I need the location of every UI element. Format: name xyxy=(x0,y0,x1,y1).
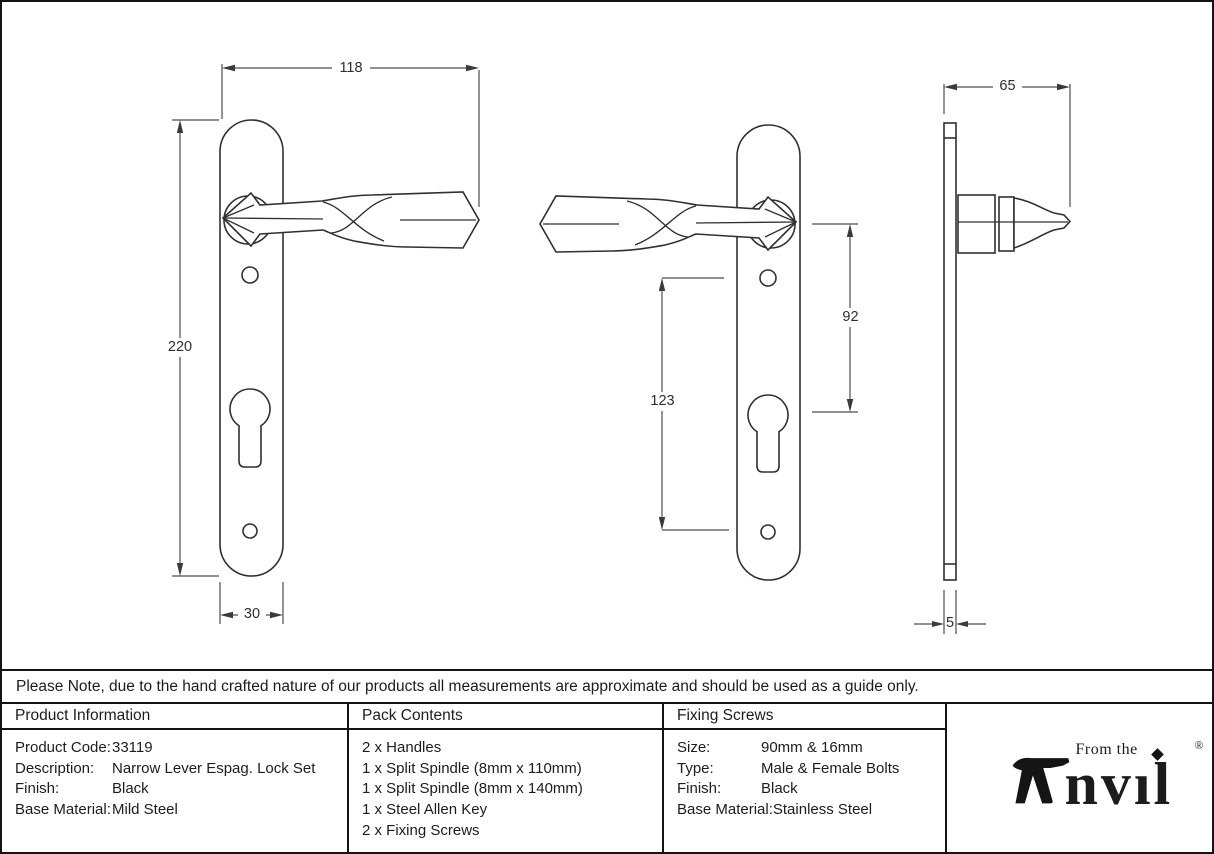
row-label: Product Code: xyxy=(15,739,111,756)
dim-label-plate-width: 30 xyxy=(238,605,266,624)
side-view xyxy=(943,122,1072,581)
list-item: 1 x Steel Allen Key xyxy=(362,801,488,819)
row-label: Finish: xyxy=(15,780,60,798)
table-row: Base Material: Mild Steel xyxy=(15,800,341,821)
spec-table: Product Information Product Code: 33119 … xyxy=(2,702,1212,852)
row-value: Black xyxy=(112,780,149,798)
list-item: 2 x Fixing Screws xyxy=(362,821,480,839)
screw-hole-top xyxy=(759,269,777,287)
row-label: Description: xyxy=(15,759,95,777)
row-label: Size: xyxy=(677,739,711,756)
note-text: Please Note, due to the hand crafted nat… xyxy=(16,677,919,695)
list-item: 2 x Handles xyxy=(362,739,442,756)
lever-ring-profile xyxy=(998,196,1015,252)
fixing-screws-header: Fixing Screws xyxy=(664,704,945,730)
row-label: Finish: xyxy=(677,780,722,798)
dim-label-overall-width: 118 xyxy=(332,59,370,78)
row-value: Stainless Steel xyxy=(772,801,873,819)
table-row: Base Material: Stainless Steel xyxy=(677,800,939,821)
product-information-column: Product Information Product Code: 33119 … xyxy=(2,704,347,852)
row-value: Narrow Lever Espag. Lock Set xyxy=(112,759,316,777)
screw-hole-top xyxy=(241,266,259,284)
brand-wordmark: nvıl xyxy=(1064,751,1174,817)
list-item: 1 x Split Spindle (8mm x 110mm) xyxy=(362,759,582,777)
lever-right xyxy=(539,195,798,253)
backplate-outline xyxy=(736,124,801,581)
row-value: 90mm & 16mm xyxy=(761,739,863,756)
backplate-outline xyxy=(219,119,284,577)
technical-drawing xyxy=(172,64,1072,634)
screw-hole-bottom xyxy=(760,524,776,540)
dim-label-plate-thickness: 5 xyxy=(945,614,955,633)
lever-facet-lines xyxy=(543,200,797,246)
fixing-screws-column: Fixing Screws Size: 90mm & 16mm Type: Ma… xyxy=(662,704,945,852)
front-view-right xyxy=(736,124,801,581)
row-value: Mild Steel xyxy=(112,801,178,819)
brand-cell: From the nvıl ® xyxy=(945,704,1212,852)
table-row: Type: Male & Female Bolts xyxy=(677,759,939,780)
from-the-anvil-logo: From the nvıl ® xyxy=(1012,738,1204,817)
lever-left xyxy=(221,191,480,249)
table-row: Finish: Black xyxy=(677,779,939,800)
list-item: 1 x Split Spindle (8mm x 140mm) xyxy=(362,780,583,798)
row-label: Type: xyxy=(677,759,714,777)
technical-drawing-area: 118 220 30 123 92 65 5 xyxy=(2,2,1212,669)
screw-hole-bottom xyxy=(242,523,258,539)
dimension-arrowheads xyxy=(176,64,1070,627)
row-label: Base Material: xyxy=(677,801,773,819)
logo-prefix: From the xyxy=(1075,741,1138,758)
table-row: Finish: Black xyxy=(15,779,341,800)
row-value: Black xyxy=(761,780,798,798)
dim-label-lever-to-cylinder: 92 xyxy=(836,308,865,327)
front-view-left xyxy=(219,119,284,577)
dimension-lines xyxy=(172,64,1071,634)
lever-facet-lines xyxy=(222,196,476,242)
euro-cylinder-cutout xyxy=(747,394,789,473)
dim-label-projection: 65 xyxy=(993,77,1022,96)
euro-cylinder-cutout xyxy=(229,388,271,468)
plate-side-profile xyxy=(943,122,957,581)
table-row: Product Code: 33119 xyxy=(15,738,341,759)
product-information-header: Product Information xyxy=(2,704,347,730)
row-value: 33119 xyxy=(112,739,153,756)
registered-trademark: ® xyxy=(1194,738,1204,752)
dim-label-hole-centres: 123 xyxy=(644,392,681,411)
pack-contents-header: Pack Contents xyxy=(349,704,662,730)
row-label: Base Material: xyxy=(15,801,111,819)
lever-collar-profile xyxy=(957,194,996,254)
row-value: Male & Female Bolts xyxy=(761,759,900,777)
table-row: Description: Narrow Lever Espag. Lock Se… xyxy=(15,759,341,780)
anvil-icon xyxy=(1012,757,1069,804)
lever-tip-profile xyxy=(1013,197,1072,250)
dim-label-plate-height: 220 xyxy=(161,338,199,357)
note-row: Please Note, due to the hand crafted nat… xyxy=(2,669,1212,702)
table-row: Size: 90mm & 16mm xyxy=(677,738,939,759)
pack-contents-column: Pack Contents 2 x Handles 1 x Split Spin… xyxy=(347,704,662,852)
